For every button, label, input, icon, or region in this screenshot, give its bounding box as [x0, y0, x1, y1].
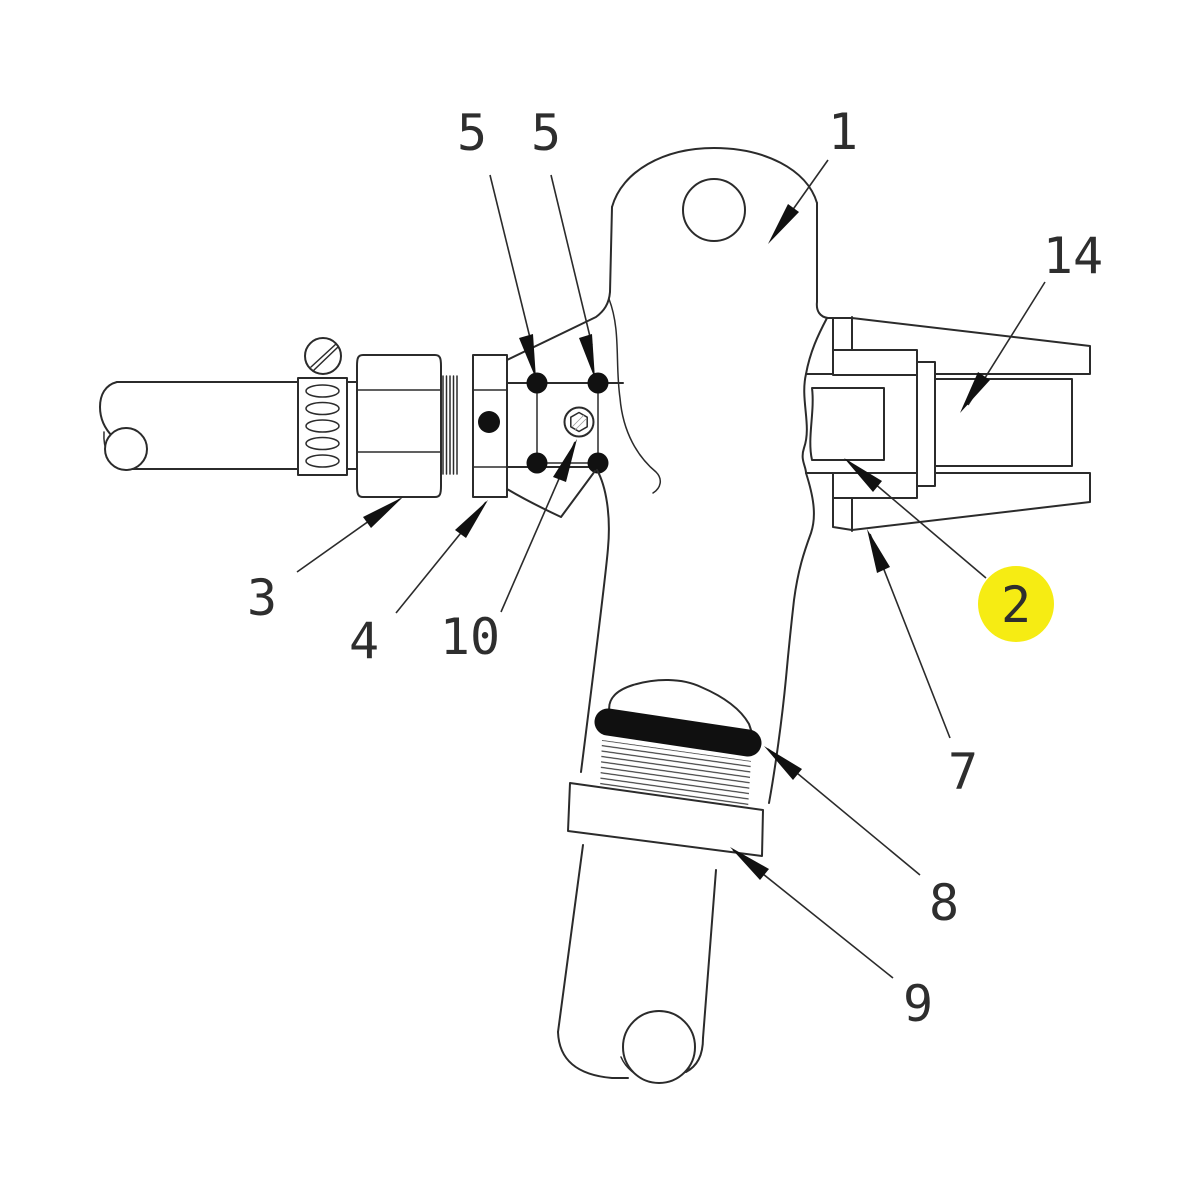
thread-washer-lines: [442, 375, 458, 475]
outlet-body-edge-upper: [805, 317, 828, 375]
leader-lines: [296, 159, 1046, 979]
clevis-washer-bar: [916, 361, 936, 487]
nut-facet-lines: [356, 389, 442, 453]
arrow-head: [764, 746, 802, 780]
body-top-arch: [611, 147, 818, 208]
callout-label-4: 4: [349, 612, 379, 670]
clevis-rod: [934, 378, 1073, 467]
o-ring-dot: [587, 452, 609, 474]
handle-bottom-right-arc: [685, 1037, 704, 1073]
callout-label-2[interactable]: 2: [1001, 576, 1031, 634]
hanging-hole: [682, 178, 746, 242]
clamp-slot: [305, 401, 340, 416]
arrow-head: [363, 497, 403, 528]
inlet-hose: [99, 381, 358, 471]
hose-end-ball: [104, 427, 148, 471]
callout-labels: 5 5 1 14 3 4 10 2 7 8 9: [247, 103, 1103, 1033]
handle: [506, 469, 815, 1084]
swivel-nut: [356, 354, 442, 498]
leader-line: [550, 174, 593, 346]
callout-label-10: 10: [440, 608, 500, 666]
nut-outline: [356, 354, 442, 498]
knurled-nut-bg: [568, 783, 763, 856]
collar-pin-dot: [478, 411, 500, 433]
valve-block: [526, 372, 609, 474]
handle-right-lower-edge: [702, 869, 717, 1039]
o-ring-dot: [526, 372, 548, 394]
body-left-edge: [504, 206, 613, 468]
clamp-slot: [305, 384, 340, 398]
clamp-slot: [305, 454, 340, 468]
hex-socket-hatch: [571, 414, 587, 431]
seal-bar: [594, 708, 762, 757]
body-section-break-line: [608, 298, 661, 494]
clamp-slot: [305, 436, 340, 451]
hex-socket: [570, 411, 588, 433]
part-2-highlight-badge[interactable]: [978, 566, 1054, 642]
leader-line: [489, 174, 534, 351]
arrow-heads: [363, 204, 990, 880]
arrow-head: [730, 847, 769, 880]
clamp-slot: [305, 419, 340, 433]
seat-insert: [809, 387, 885, 461]
arrow-head: [844, 458, 882, 492]
o-ring-dot: [587, 372, 609, 394]
o-ring-dot: [526, 452, 548, 474]
knurled-nut: [567, 782, 764, 857]
clevis-assembly: [801, 316, 1091, 532]
callout-label-3: 3: [247, 569, 277, 627]
handle-end-ball: [622, 1010, 696, 1084]
hex-socket-screw: [563, 406, 595, 438]
outlet-posts: [826, 316, 853, 532]
arrow-head: [553, 439, 577, 482]
handle-bottom-arc: [557, 1031, 629, 1079]
collar: [472, 354, 508, 498]
callout-label-1: 1: [828, 103, 858, 161]
callout-label-14: 14: [1043, 227, 1103, 285]
arrow-head: [579, 334, 595, 379]
arrow-head: [960, 372, 990, 413]
collar-lines: [472, 389, 508, 468]
hose-clamp: [297, 337, 348, 476]
hose-end-cap: [99, 381, 118, 438]
clevis-top-collar: [832, 349, 918, 376]
arrow-head: [455, 500, 488, 538]
trigger-wedge-lines: [506, 470, 596, 518]
arrow-head: [768, 204, 799, 244]
handle-right-edge: [768, 472, 815, 804]
callout-label-7: 7: [948, 743, 978, 801]
callout-label-8: 8: [929, 874, 959, 932]
callout-label-5b: 5: [531, 104, 561, 162]
filter-plug-assembly: [567, 678, 764, 857]
arrow-head: [867, 529, 890, 573]
handle-left-edge: [580, 469, 610, 773]
body-right-edge: [815, 202, 829, 319]
gun-body: [504, 147, 829, 494]
arrow-head: [519, 334, 536, 379]
callout-label-9: 9: [903, 975, 933, 1033]
callout-label-5a: 5: [457, 104, 487, 162]
clamp-screw-slot: [310, 343, 339, 371]
handle-left-lower-edge: [557, 844, 584, 1033]
